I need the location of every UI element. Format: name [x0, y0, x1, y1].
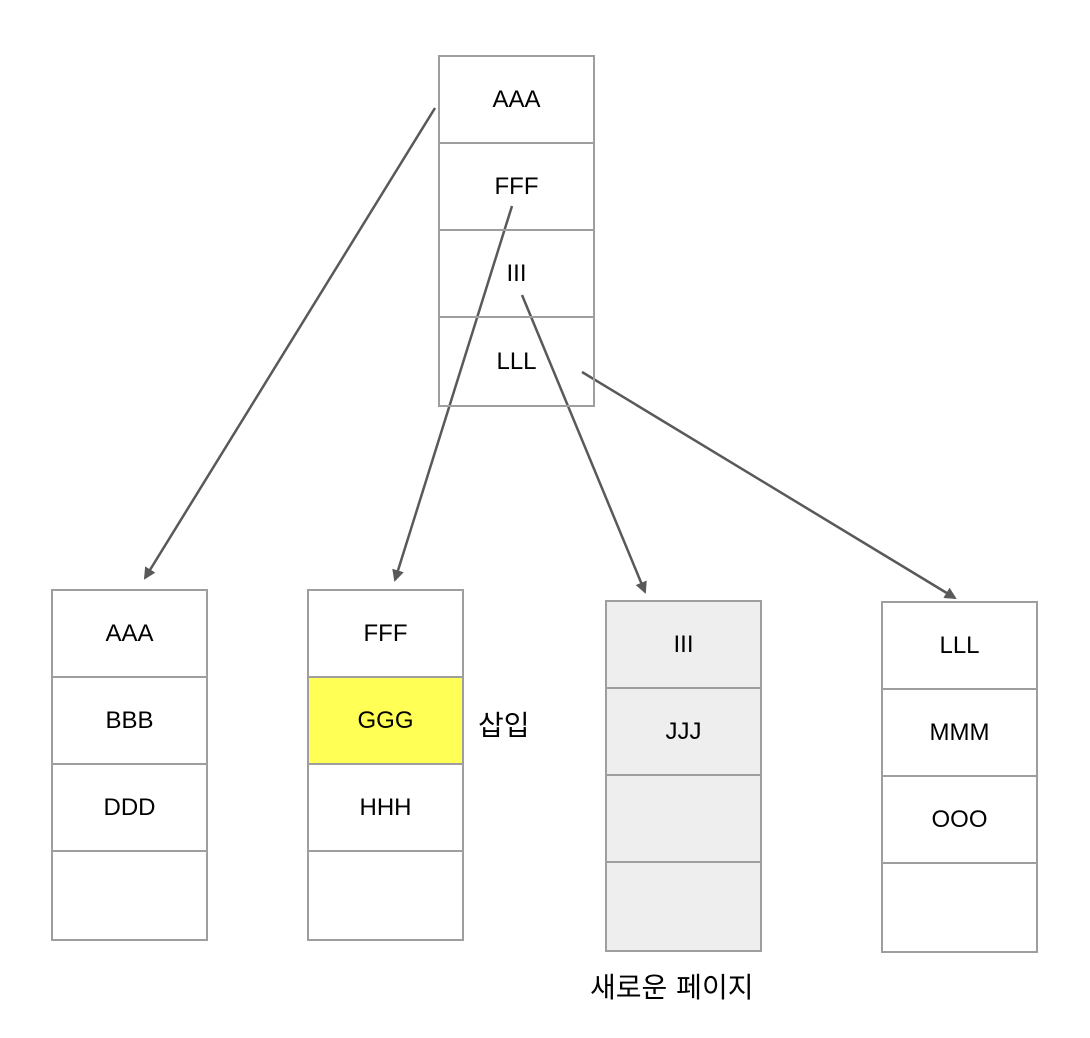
leaf-empty-slot — [309, 852, 462, 939]
leaf-node-new-page: III JJJ — [605, 600, 762, 952]
leaf-node-1: AAA BBB DDD — [51, 589, 208, 941]
leaf-key: OOO — [883, 777, 1036, 864]
leaf-key: HHH — [309, 765, 462, 852]
root-key: FFF — [440, 144, 593, 231]
root-key: III — [440, 231, 593, 318]
leaf-key: LLL — [883, 603, 1036, 690]
new-page-label: 새로운 페이지 — [590, 971, 754, 1004]
arrow-aaa-to-leaf-1 — [143, 107, 437, 580]
leaf-key: AAA — [53, 591, 206, 678]
leaf-key: DDD — [53, 765, 206, 852]
root-key: LLL — [496, 347, 537, 375]
leaf-empty-slot — [883, 864, 1036, 951]
leaf-key: III — [607, 602, 760, 689]
arrow-lll-to-leaf-4 — [581, 370, 957, 600]
leaf-node-4: LLL MMM OOO — [881, 601, 1038, 953]
inserted-key-ggg: GGG — [309, 678, 462, 765]
arrow-iii-to-leaf-3 — [520, 294, 647, 594]
leaf-key: FFF — [309, 591, 462, 678]
leaf-empty-slot — [607, 776, 760, 863]
leaf-key: BBB — [53, 678, 206, 765]
root-key: AAA — [440, 57, 593, 144]
leaf-node-2: FFF GGG HHH — [307, 589, 464, 941]
leaf-empty-slot — [607, 863, 760, 950]
leaf-key: MMM — [883, 690, 1036, 777]
root-node: AAA FFF III LLL — [438, 55, 595, 407]
insert-label: 삽입 — [478, 709, 530, 742]
arrow-fff-to-leaf-2 — [392, 205, 514, 582]
leaf-empty-slot — [53, 852, 206, 939]
leaf-key: JJJ — [607, 689, 760, 776]
